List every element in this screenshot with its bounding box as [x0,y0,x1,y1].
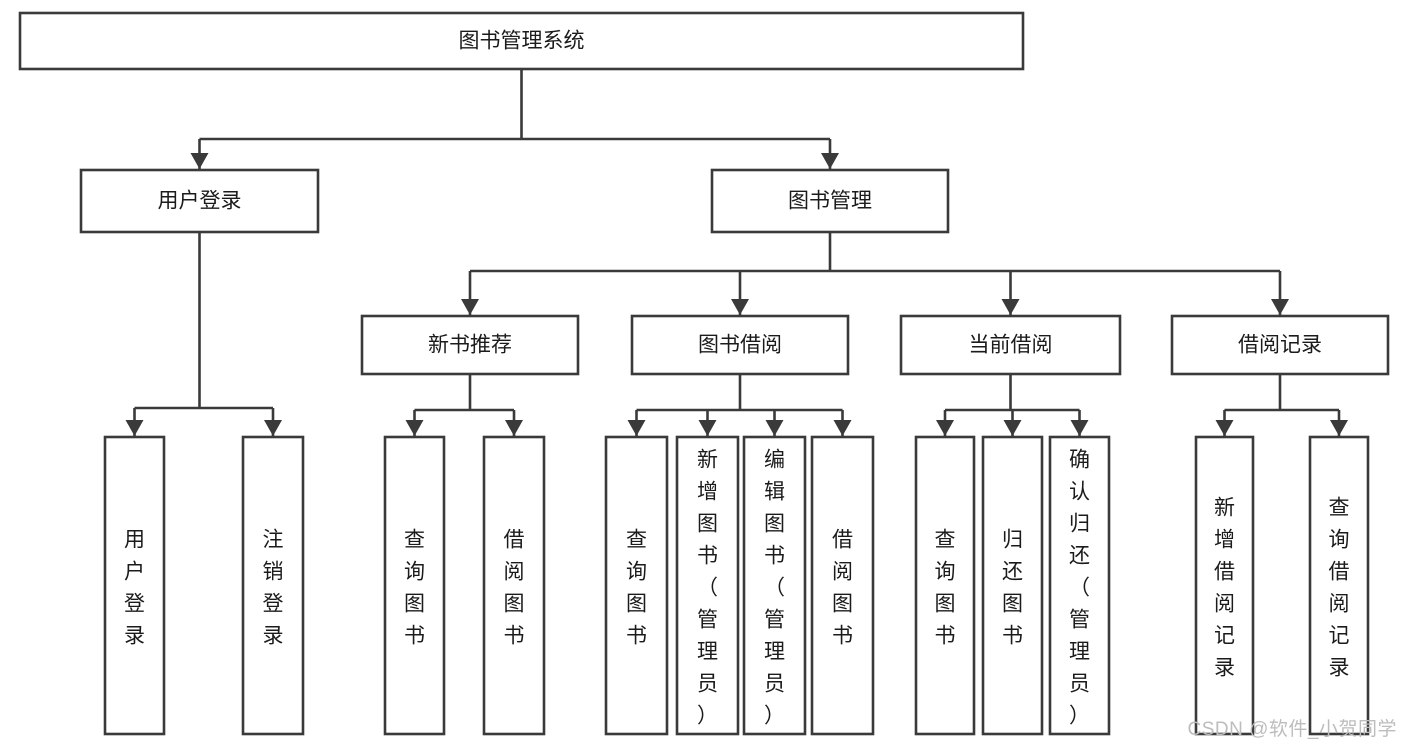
node-label: 注销登录 [263,528,284,647]
node-label: 借阅图书 [504,528,525,647]
book-borrow-to-leaves-arrow-1 [698,420,717,436]
node-label: 借阅记录 [1238,334,1322,357]
node-box [604,435,669,736]
node-label: 查询借阅记录 [1329,496,1350,679]
node-box [482,435,546,736]
node-user-login[interactable]: 用户登录 [79,168,320,234]
node-box [914,435,976,736]
nodes-layer: 图书管理系统用户登录图书管理新书推荐图书借阅当前借阅借阅记录用户登录注销登录查询… [18,11,1390,736]
node-leaf-add-book[interactable]: 新增图书（管理员） [675,435,740,736]
node-label: 查询图书 [935,528,956,647]
node-borrow-record[interactable]: 借阅记录 [1170,314,1390,376]
node-leaf-return-book[interactable]: 归还图书 [981,435,1044,736]
book-borrow-to-leaves-arrow-2 [765,420,784,436]
node-label: 查询图书 [404,528,425,647]
root-to-level2-arrow-0 [190,153,209,169]
bookmgmt-to-level3-arrow-2 [1001,299,1020,315]
node-leaf-query-book-new[interactable]: 查询图书 [383,435,446,736]
node-label: 新增图书（管理员） [697,448,718,727]
node-leaf-borrow-book[interactable]: 借阅图书 [810,435,875,736]
root-to-level2-arrow-1 [821,153,839,169]
node-label: 新书推荐 [428,334,512,357]
node-label: 归还图书 [1002,528,1023,647]
connectors-layer [125,69,1348,436]
node-leaf-query-book-current[interactable]: 查询图书 [914,435,976,736]
node-box [1308,435,1370,736]
node-label: 新增借阅记录 [1214,496,1235,679]
node-box [810,435,875,736]
book-borrow-to-leaves-arrow-0 [627,420,646,436]
bookmgmt-to-level3-arrow-1 [731,299,749,315]
borrow-record-to-leaves-arrow-0 [1215,420,1234,436]
node-leaf-add-record[interactable]: 新增借阅记录 [1194,435,1255,736]
node-root-root[interactable]: 图书管理系统 [18,11,1025,71]
node-box [899,314,1122,376]
book-borrow-to-leaves-arrow-3 [833,420,852,436]
node-box [1048,435,1111,736]
node-box [981,435,1044,736]
node-box [630,314,850,376]
node-box [742,435,807,736]
node-book-management[interactable]: 图书管理 [710,168,950,234]
new-book-recommend-to-leaves-arrow-0 [405,420,424,436]
node-label: 当前借阅 [969,334,1053,357]
node-label: 确认归还（管理员） [1069,448,1090,727]
node-leaf-query-book-borrow[interactable]: 查询图书 [604,435,669,736]
node-current-borrow[interactable]: 当前借阅 [899,314,1122,376]
node-label: 用户登录 [158,190,242,213]
node-box [18,11,1025,71]
node-box [360,314,580,376]
current-borrow-to-leaves-arrow-0 [936,420,954,436]
new-book-recommend-to-leaves-arrow-1 [505,420,523,436]
bookmgmt-to-level3-arrow-3 [1271,299,1289,315]
node-box [675,435,740,736]
node-box [1170,314,1390,376]
node-box [103,435,166,736]
node-leaf-user-login[interactable]: 用户登录 [103,435,166,736]
node-label: 编辑图书（管理员） [764,448,785,727]
watermark: CSDN @软件_小贺同学 [1187,719,1397,740]
node-box [1194,435,1255,736]
node-box [383,435,446,736]
node-label: 图书管理 [788,190,872,213]
node-new-book-recommend[interactable]: 新书推荐 [360,314,580,376]
node-label: 用户登录 [124,528,145,647]
node-leaf-query-record[interactable]: 查询借阅记录 [1308,435,1370,736]
node-leaf-borrow-book-new[interactable]: 借阅图书 [482,435,546,736]
node-box [241,435,305,736]
node-book-borrow[interactable]: 图书借阅 [630,314,850,376]
node-label: 查询图书 [626,528,647,647]
node-label: 图书管理系统 [459,30,585,53]
node-leaf-confirm-return[interactable]: 确认归还（管理员） [1048,435,1111,736]
node-label: 借阅图书 [832,528,853,647]
user-login-to-leaves-arrow-1 [264,420,282,436]
current-borrow-to-leaves-arrow-1 [1003,420,1022,436]
node-leaf-edit-book[interactable]: 编辑图书（管理员） [742,435,807,736]
user-login-to-leaves-arrow-0 [125,420,144,436]
node-label: 图书借阅 [698,334,782,357]
node-leaf-logout[interactable]: 注销登录 [241,435,305,736]
borrow-record-to-leaves-arrow-1 [1330,420,1348,436]
bookmgmt-to-level3-arrow-0 [461,299,479,315]
node-box [710,168,950,234]
current-borrow-to-leaves-arrow-2 [1070,420,1089,436]
node-box [79,168,320,234]
